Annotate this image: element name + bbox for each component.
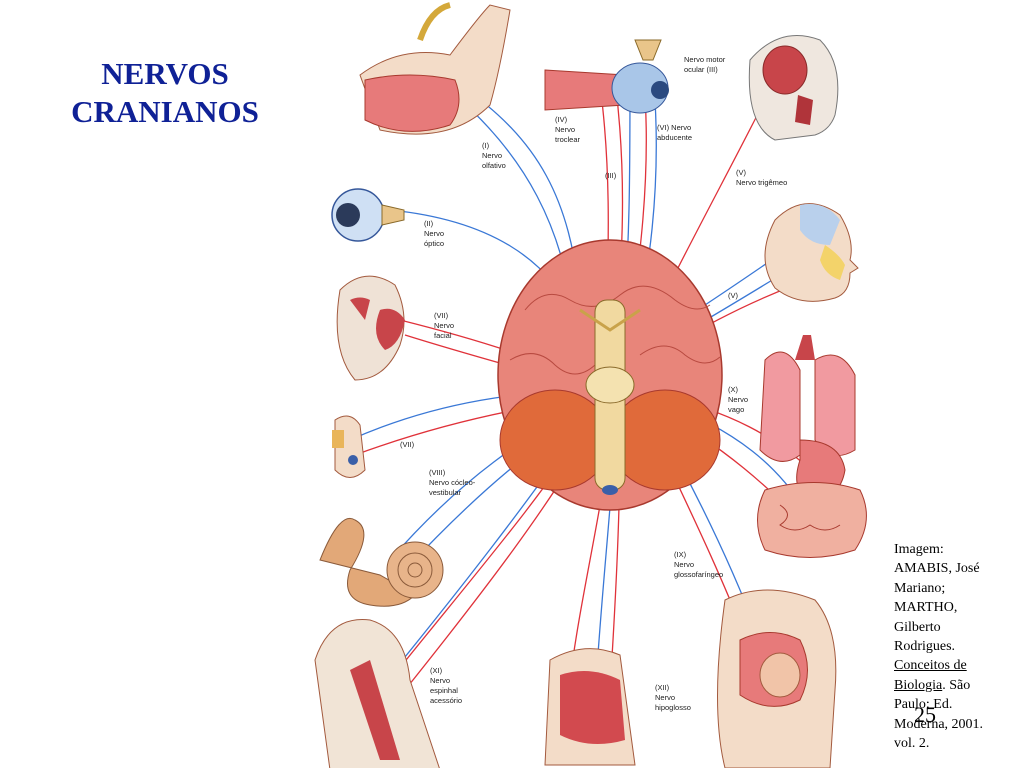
- caption-line: Mariano;: [894, 580, 946, 596]
- image-credit-caption: Imagem: AMABIS, José Mariano; MARTHO, Gi…: [894, 540, 1022, 753]
- optic-eye-figure: [331, 188, 405, 242]
- head-sagittal-section-figure: [717, 589, 837, 768]
- neck-muscles-figure: [314, 619, 440, 768]
- caption-line: AMABIS, José: [894, 561, 980, 577]
- label-trigeminal: (V) Nervo trigêmeo: [736, 168, 787, 187]
- caption-line: MARTHO,: [894, 600, 958, 616]
- taste-receptor-figure: [332, 415, 366, 478]
- label-vestibulocochlear: (VIII) Nervo cócleo- vestibular: [429, 468, 477, 497]
- caption-after-title: . São: [942, 677, 971, 693]
- caption-line: Imagem:: [894, 542, 944, 557]
- slide-title: NERVOS CRANIANOS: [50, 55, 280, 131]
- book-title-part1: Conceitos de: [894, 658, 967, 674]
- label-trigeminal-short: (V): [728, 291, 739, 300]
- caption-line: Paulo: Ed.: [894, 697, 953, 713]
- thoracic-abdominal-organs-figure: [757, 335, 867, 558]
- nerve-labels: (I) Nervo olfativo (II) Nervo óptico (IV…: [400, 55, 787, 712]
- label-facial: (VII) Nervo facial: [434, 311, 456, 340]
- label-oculomotor-short: (III): [605, 171, 617, 180]
- label-olfactory: (I) Nervo olfativo: [482, 141, 506, 170]
- title-line-2: CRANIANOS: [71, 94, 259, 129]
- brain: [497, 239, 723, 511]
- page-number: 25: [914, 702, 936, 727]
- trigeminal-face-figure: [764, 203, 859, 302]
- cranial-nerves-illustration: (I) Nervo olfativo (II) Nervo óptico (IV…: [314, 2, 867, 768]
- caption-line: Gilberto: [894, 619, 941, 635]
- caption-line: Rodrigues.: [894, 639, 956, 655]
- nasal-cavity-figure: [359, 2, 511, 135]
- label-hypoglossal: (XII) Nervo hipoglosso: [655, 683, 691, 712]
- label-facial-short: (VII): [400, 440, 415, 449]
- label-trochlear: (IV) Nervo troclear: [555, 115, 581, 144]
- eye-muscles-figure: [544, 39, 669, 114]
- label-glossopharyngeal: (IX) Nervo glossofaríngeo: [674, 550, 723, 579]
- label-vagus: (X) Nervo vago: [728, 385, 750, 414]
- book-title-part2: Biologia: [894, 677, 943, 693]
- caption-line: Moderna, 2001.: [894, 716, 984, 732]
- title-line-1: NERVOS: [101, 56, 229, 91]
- inner-ear-cochlea-figure: [319, 518, 444, 607]
- label-oculomotor: Nervo motor ocular (III): [684, 55, 727, 74]
- facial-muscles-figure: [336, 275, 405, 381]
- label-accessory: (XI) Nervo espinhal acessório: [430, 666, 462, 705]
- skull-head-figure: [748, 35, 839, 141]
- tongue-muscles-figure: [544, 648, 636, 766]
- caption-line: vol. 2.: [894, 736, 930, 752]
- label-optic: (II) Nervo óptico: [424, 219, 446, 248]
- label-abducens: (VI) Nervo abducente: [657, 123, 693, 142]
